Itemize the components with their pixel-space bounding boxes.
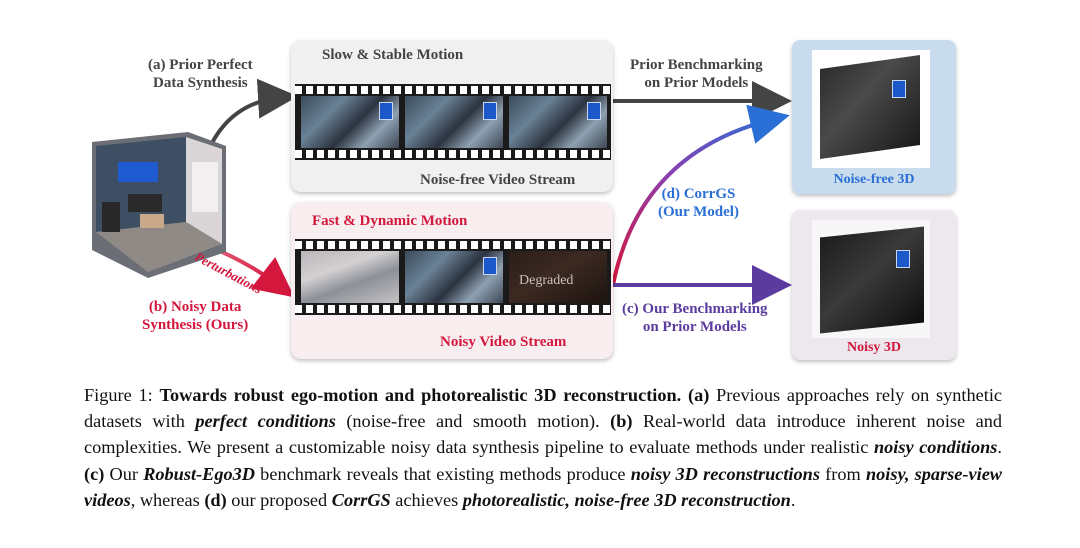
frame-3	[509, 96, 607, 148]
label-degraded: Degraded	[519, 273, 573, 289]
label-noisy-stream: Noisy Video Stream	[440, 333, 566, 351]
frame-2	[405, 96, 503, 148]
caption-title: Towards robust ego-motion and photoreali…	[159, 385, 681, 405]
frame-5	[405, 251, 503, 303]
image-noise-free-3d	[812, 50, 930, 168]
label-noisy-data: (b) Noisy Data Synthesis (Ours)	[142, 298, 248, 334]
label-noisy-3d: Noisy 3D	[792, 340, 956, 356]
panel-noisy-3d: Noisy 3D	[792, 210, 956, 360]
frame-6-degraded: Degraded	[509, 251, 607, 303]
figure-caption: Figure 1: Towards robust ego-motion and …	[84, 382, 1002, 513]
label-noise-free-3d: Noise-free 3D	[792, 172, 956, 188]
caption-prefix: Figure 1:	[84, 385, 159, 405]
label-our-benchmarking: (c) Our Benchmarking on Prior Models	[622, 300, 768, 336]
label-prior-perfect: (a) Prior Perfect Data Synthesis	[148, 56, 253, 92]
frame-4	[301, 251, 399, 303]
frame-1	[301, 96, 399, 148]
label-slow-stable: Slow & Stable Motion	[322, 46, 463, 64]
film-strip-bottom: Degraded	[295, 239, 611, 315]
image-noisy-3d	[812, 220, 930, 338]
film-strip-top	[295, 84, 611, 160]
figure-1: (a) Prior Perfect Data Synthesis Perturb…	[0, 0, 1080, 375]
label-fast-dynamic: Fast & Dynamic Motion	[312, 212, 467, 230]
label-noise-free-stream: Noise-free Video Stream	[420, 171, 575, 189]
label-corrgs: (d) CorrGS (Our Model)	[658, 185, 739, 221]
label-prior-benchmarking: Prior Benchmarking on Prior Models	[630, 56, 763, 92]
panel-noise-free-3d: Noise-free 3D	[792, 40, 956, 194]
